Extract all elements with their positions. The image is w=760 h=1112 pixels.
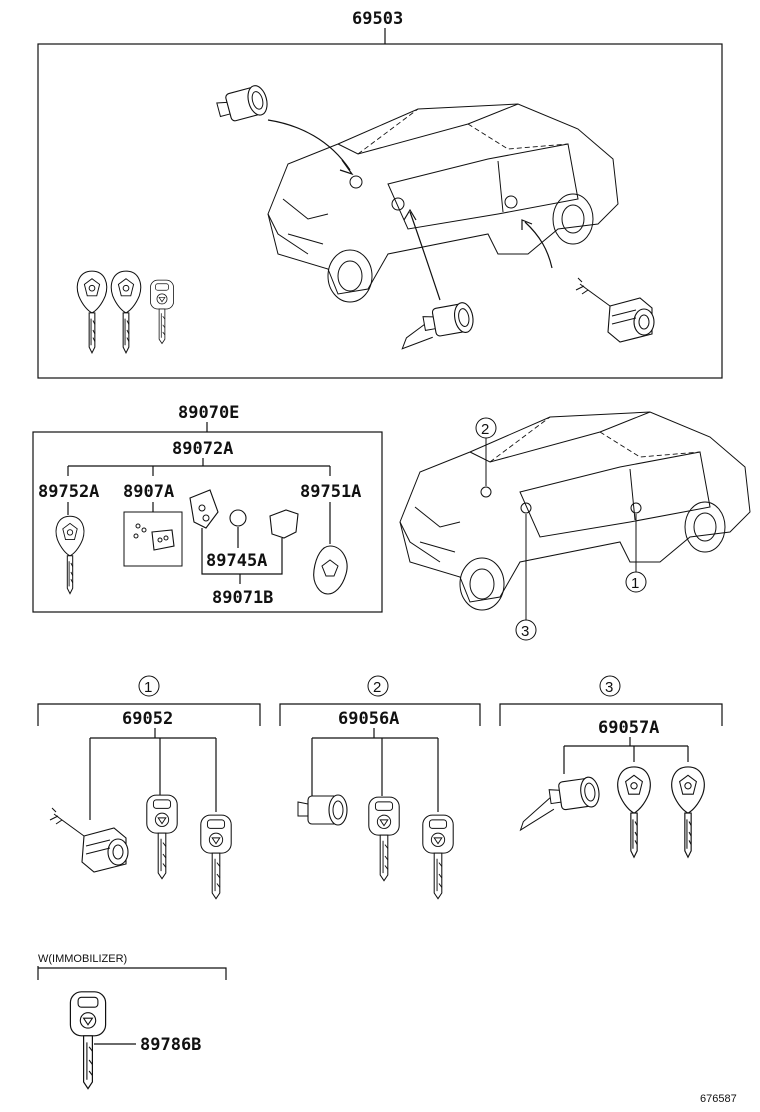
transponder-key-69052-a (146, 794, 178, 880)
part-number-69503: 69503 (352, 9, 403, 29)
remote-key-89752A (55, 515, 85, 595)
diagram-id: 676587 (700, 1093, 737, 1105)
part-number-89745A: 89745A (206, 551, 267, 571)
car-illustration-callouts (399, 411, 751, 611)
arrow-to-car (267, 119, 351, 171)
cylinder-69056A (297, 794, 348, 826)
group-2-marker: 2 (373, 679, 381, 696)
part-number-89751A: 89751A (300, 482, 361, 502)
callout-2: 2 (481, 421, 489, 438)
part-number-69056A: 69056A (338, 709, 399, 729)
part-number-69052: 69052 (122, 709, 173, 729)
remote-case (189, 489, 219, 529)
key-plate (269, 509, 299, 539)
transponder-key-top (150, 279, 174, 344)
remote-89751A (313, 545, 348, 595)
group-3-marker: 3 (605, 679, 613, 696)
remote-key-1 (76, 270, 108, 354)
remote-key-2 (110, 270, 142, 354)
ignition-cylinder-69057A (519, 775, 602, 832)
callout-1: 1 (631, 575, 639, 592)
screw-set-box (123, 511, 183, 567)
transponder-key-69052-b (200, 814, 232, 900)
remote-key-69057A-a (617, 766, 651, 858)
group-1-marker: 1 (144, 679, 152, 696)
battery (229, 509, 247, 527)
part-number-8907A: 8907A (123, 482, 174, 502)
ignition-cylinder-top (401, 300, 476, 350)
transponder-key-89786B (69, 991, 107, 1090)
part-number-89752A: 89752A (38, 482, 99, 502)
cylinder-top-left (214, 83, 271, 126)
transponder-key-69056A-b (422, 814, 454, 900)
part-number-69057A: 69057A (598, 718, 659, 738)
kit-box-69503 (37, 43, 723, 379)
kit-box-89070E (32, 431, 383, 613)
circuit-board (151, 529, 175, 551)
transponder-key-69056A-a (368, 796, 400, 882)
part-number-89070E: 89070E (178, 403, 239, 423)
remote-key-69057A-b (671, 766, 705, 858)
callout-3: 3 (521, 623, 529, 640)
part-number-89071B: 89071B (212, 588, 273, 608)
door-lock-top (575, 277, 655, 343)
part-number-89072A: 89072A (172, 439, 233, 459)
immobilizer-label: W(IMMOBILIZER) (38, 953, 127, 965)
part-number-89786B: 89786B (140, 1035, 201, 1055)
door-lock-69052 (49, 807, 129, 873)
car-illustration-top (267, 103, 619, 303)
